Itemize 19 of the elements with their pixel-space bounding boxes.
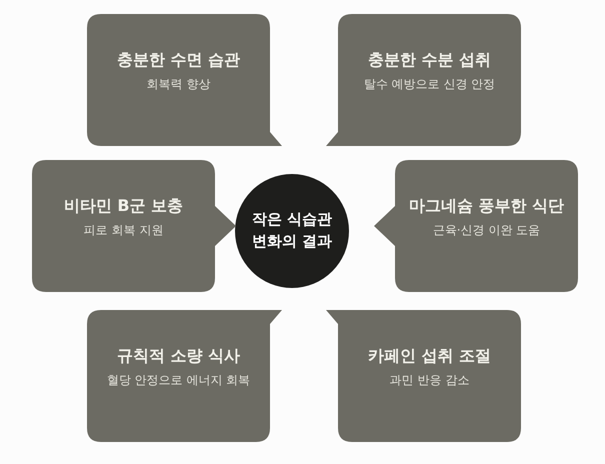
speech-bubble [32, 160, 236, 293]
habit-title: 규칙적 소량 식사 [116, 346, 240, 366]
habit-description: 피로 회복 지원 [84, 222, 164, 238]
speech-bubble [374, 160, 578, 293]
habit-title: 비타민 B군 보충 [64, 196, 184, 216]
habit-title: 충분한 수면 습관 [116, 50, 240, 70]
habit-title: 충분한 수분 섭취 [368, 50, 492, 70]
habit-description: 근육·신경 이완 도움 [432, 222, 540, 238]
speech-bubble [326, 310, 521, 443]
habit-title: 카페인 섭취 조절 [368, 346, 492, 366]
habit-title: 마그네슘 풍부한 식단 [408, 196, 564, 216]
speech-bubble [87, 14, 282, 147]
habit-description: 과민 반응 감소 [390, 372, 470, 388]
habit-description: 탈수 예방으로 신경 안정 [364, 76, 496, 92]
habit-description: 혈당 안정으로 에너지 회복 [106, 372, 250, 388]
speech-bubble [326, 14, 521, 147]
habit-description: 회복력 향상 [146, 76, 210, 92]
speech-bubble [87, 310, 282, 443]
center-title: 작은 식습관 변화의 결과 [250, 209, 334, 252]
